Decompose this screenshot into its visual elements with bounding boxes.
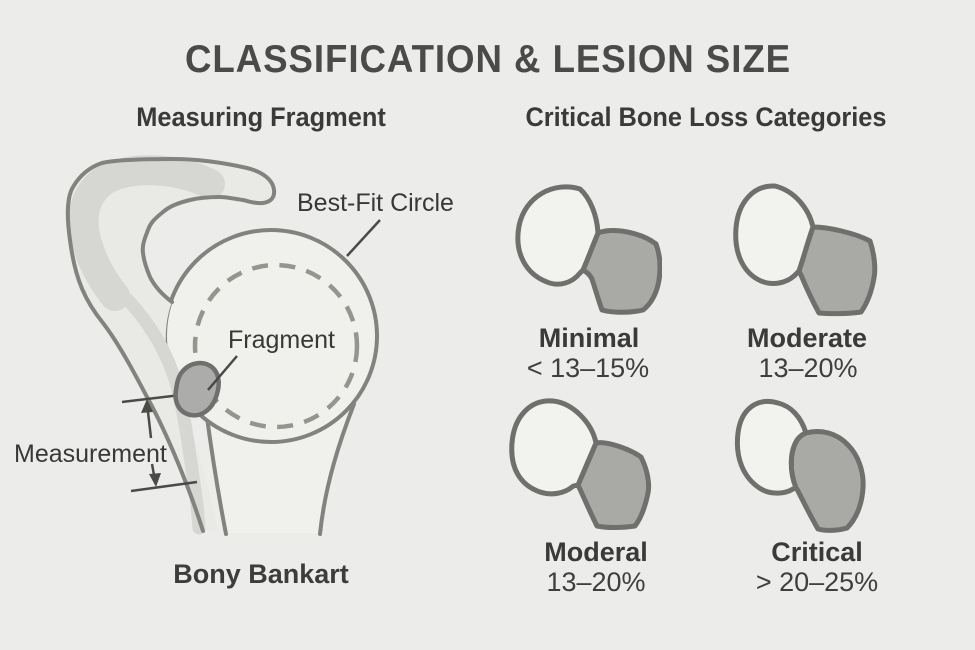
glenoid-critical-bone-loss-icon: [734, 399, 866, 533]
intact-glenoid-region: [515, 184, 601, 287]
intact-glenoid-region: [509, 398, 599, 497]
category-range: > 20–25%: [755, 567, 879, 597]
diagram-caption: Bony Bankart: [173, 559, 349, 589]
best-fit-circle-label: Best-Fit Circle: [297, 189, 454, 217]
category-range: 13–20%: [758, 353, 858, 383]
measurement-tick-bottom: [130, 480, 198, 493]
dashed-circle: [192, 262, 360, 430]
category-name: Minimal: [538, 323, 640, 353]
bone-loss-region: [788, 429, 866, 533]
measurement-label: Measurement: [14, 440, 167, 468]
category-range: 13–20%: [546, 567, 646, 597]
fragment-shape: [173, 360, 221, 418]
fragment-label: Fragment: [228, 326, 335, 354]
right-section-heading: Critical Bone Loss Categories: [525, 102, 887, 132]
category-name: Moderate: [746, 323, 868, 353]
shaft-right-edge: [318, 402, 356, 536]
category-name: Critical: [771, 537, 863, 567]
intact-glenoid-region: [733, 183, 816, 286]
shaft-left-edge: [204, 408, 228, 536]
scapula-shading-upper: [68, 155, 225, 311]
category-range: < 13–15%: [526, 353, 650, 383]
scapula-fill: [67, 159, 275, 531]
left-section-heading: Measuring Fragment: [136, 102, 386, 132]
scapula-outline: [65, 156, 277, 533]
page-title: CLASSIFICATION & LESION SIZE: [184, 38, 791, 81]
glenoid-moderal-bone-loss-icon: [509, 398, 652, 530]
best-fit-pointer-line: [346, 219, 381, 257]
category-name: Moderal: [544, 537, 648, 567]
glenoid-minimal-bone-loss-icon: [515, 184, 662, 315]
fragment-pointer-line: [207, 355, 238, 391]
glenoid-moderate-bone-loss-icon: [733, 183, 878, 317]
bony-bankart-shoulder-diagram: [65, 155, 381, 536]
intact-glenoid-region: [734, 399, 809, 496]
measurement-arrows: [141, 399, 161, 487]
